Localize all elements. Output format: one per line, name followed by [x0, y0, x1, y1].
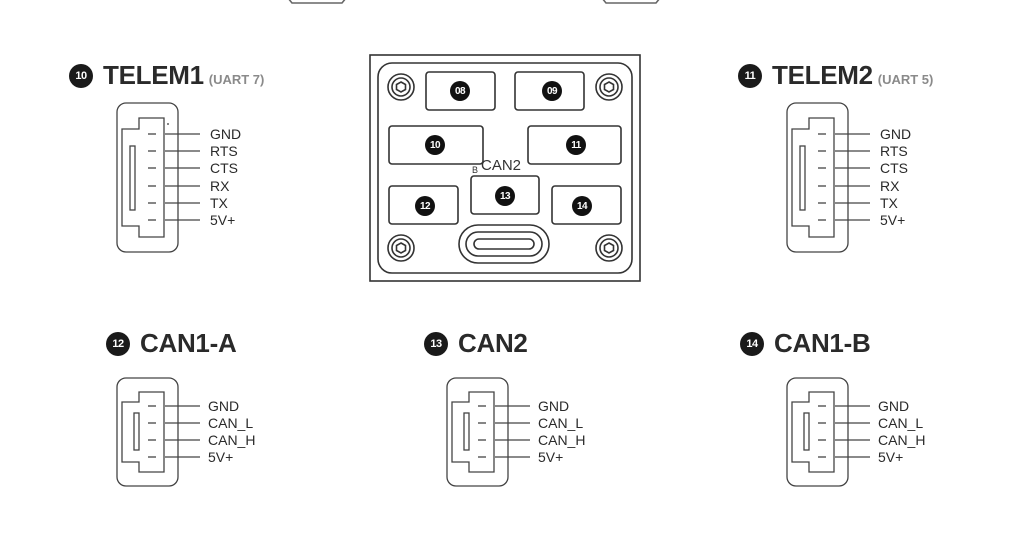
port-10: [388, 125, 484, 165]
pin-label: 5V+: [880, 212, 906, 228]
pin-label: GND: [208, 398, 240, 414]
screw-icon: [387, 234, 415, 262]
top-connector-right: [602, 0, 660, 4]
pin-label: GND: [210, 126, 242, 142]
screw-icon: [595, 73, 623, 101]
board-label-prefix: B: [472, 165, 479, 175]
section-title-text: CAN1-A: [140, 328, 237, 358]
pin-label: 5V+: [208, 449, 234, 465]
board-port-badge: 11: [566, 135, 586, 155]
pin-label: GND: [878, 398, 910, 414]
board-port-badge: 12: [415, 196, 435, 216]
number-badge: 12: [106, 331, 130, 356]
port-13: [470, 175, 540, 215]
section-subtitle: (UART 7): [208, 72, 265, 87]
port-14: [551, 185, 622, 225]
connector-telem2-icon: [786, 102, 870, 253]
flight-controller-board: [369, 54, 641, 282]
section-title-text: TELEM1: [103, 60, 204, 90]
section-title-telem1: 10 TELEM1 (UART 7): [69, 60, 264, 91]
pin-label: CAN_H: [538, 432, 586, 448]
pin-label: CAN_L: [538, 415, 584, 431]
pin-label: CAN_H: [878, 432, 926, 448]
section-title-text: CAN2: [458, 328, 528, 358]
top-connector-left: [288, 0, 346, 4]
connector-can2-icon: [446, 377, 530, 487]
pin-label: CTS: [210, 160, 238, 176]
number-badge: 10: [69, 63, 93, 88]
connector-telem1-icon: [116, 102, 200, 253]
section-title-can2: 13 CAN2: [424, 328, 528, 359]
pin-label: GND: [538, 398, 570, 414]
pin-label: 5V+: [878, 449, 904, 465]
connector-can1b-icon: [786, 377, 870, 487]
number-badge: 13: [424, 331, 448, 356]
connector-can1a-icon: [116, 377, 200, 487]
board-inner-outline: [377, 62, 633, 274]
pin-label: RX: [210, 178, 230, 194]
section-title-can1a: 12 CAN1-A: [106, 328, 237, 359]
board-port-badge: 10: [425, 135, 445, 155]
pin-label: GND: [880, 126, 912, 142]
board-port-badge: 13: [495, 186, 515, 206]
pin-label: RX: [880, 178, 900, 194]
port-12: [388, 185, 459, 225]
section-subtitle: (UART 5): [877, 72, 934, 87]
pin-label: CTS: [880, 160, 908, 176]
pin-label: 5V+: [538, 449, 564, 465]
pin-label: 5V+: [210, 212, 236, 228]
usb-c-port-icon: [458, 224, 550, 264]
pin-label: TX: [210, 195, 228, 211]
number-badge: 14: [740, 331, 764, 356]
screw-icon: [595, 234, 623, 262]
port-08: [425, 71, 496, 111]
section-title-telem2: 11 TELEM2 (UART 5): [738, 60, 933, 91]
section-title-can1b: 14 CAN1-B: [740, 328, 871, 359]
board-label-can2: CAN2: [481, 157, 522, 174]
pin-label: RTS: [210, 143, 238, 159]
pin-label: CAN_H: [208, 432, 256, 448]
section-title-text: TELEM2: [772, 60, 873, 90]
number-badge: 11: [738, 63, 762, 88]
port-11: [527, 125, 622, 165]
port-09: [514, 71, 585, 111]
board-outline: [369, 54, 641, 282]
pin-label: RTS: [880, 143, 908, 159]
board-port-badge: 08: [450, 81, 470, 101]
board-port-badge: 09: [542, 81, 562, 101]
screw-icon: [387, 73, 415, 101]
pin-label: TX: [880, 195, 898, 211]
board-port-badge: 14: [572, 196, 592, 216]
pin-label: CAN_L: [208, 415, 254, 431]
section-title-text: CAN1-B: [774, 328, 871, 358]
pin-label: CAN_L: [878, 415, 924, 431]
